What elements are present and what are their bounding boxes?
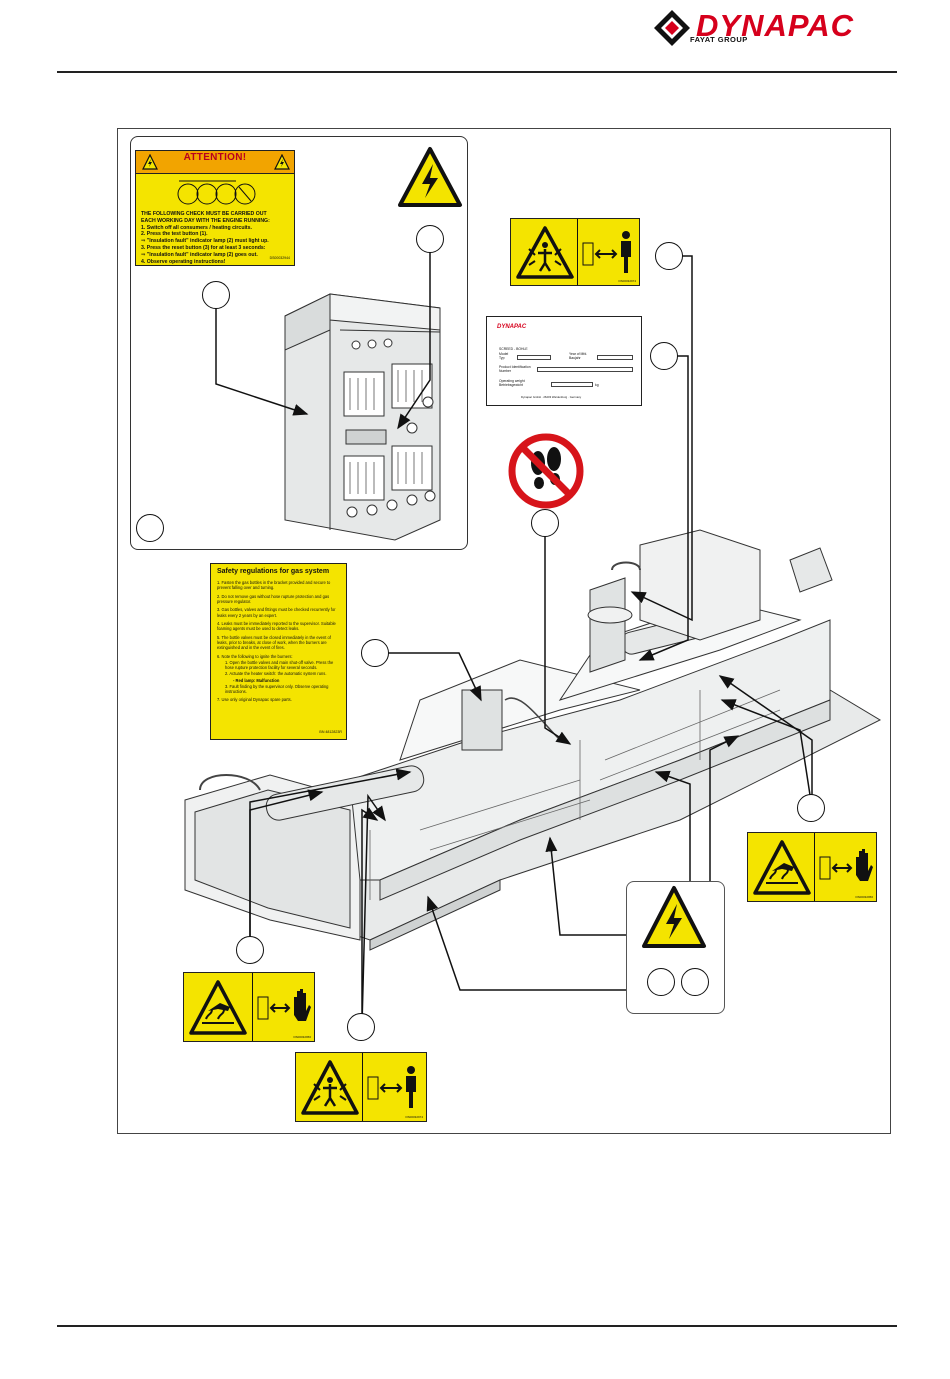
attention-title: ATTENTION!: [183, 152, 247, 163]
gas-safety-item: 3. Gas bottles, valves and fittings must…: [217, 607, 336, 618]
gas-safety-item: 7. Use only original Dynapac spare parts…: [217, 697, 292, 703]
hand-stop-icon: [819, 849, 873, 881]
attention-label: ATTENTION! THE FOLLOWING CHECK MUST BE C…: [135, 150, 295, 266]
type-plate-field: [597, 355, 633, 360]
label-code: DS00032974: [618, 279, 636, 283]
control-box-inset: [130, 136, 468, 550]
attention-line: THE FOLLOWING CHECK MUST BE CARRIED OUT: [141, 211, 267, 217]
attention-instructions: THE FOLLOWING CHECK MUST BE CARRIED OUT …: [141, 211, 290, 265]
callout-circle: [531, 509, 559, 537]
electrical-hazard-icon: [398, 147, 462, 207]
attention-code: DS00032944: [269, 256, 290, 261]
label-code: DS00032956: [293, 1035, 311, 1039]
type-plate-field: [537, 367, 633, 372]
figure-frame: [117, 128, 891, 1134]
crush-hazard-icon: [516, 226, 574, 279]
gas-safety-subitem: 2. Actuate the heater switch: the automa…: [225, 671, 327, 677]
indicator-lamps-icon: [177, 180, 256, 205]
type-plate-brand: DYNAPAC: [497, 324, 527, 330]
crush-hazard-label-bottom: DS00032974: [295, 1052, 427, 1122]
hot-surface-label-right: DS00032956: [747, 832, 877, 902]
attention-line: ⇒ "Insulation fault" indicator lamp (2) …: [141, 251, 258, 258]
brand-subtitle: FAYAT GROUP: [690, 35, 748, 44]
attention-header-bar: [136, 151, 294, 174]
label-code: DS00032974: [405, 1115, 423, 1119]
gas-safety-item: 5. The bottle valves must be closed imme…: [217, 634, 331, 651]
attention-line: 1. Switch off all consumers / heating ci…: [141, 224, 252, 231]
header-rule: [57, 71, 897, 73]
attention-line: EACH WORKING DAY WITH THE ENGINE RUNNING…: [141, 217, 270, 224]
callout-circle: [650, 342, 678, 370]
callout-circle: [681, 968, 709, 996]
keep-distance-icon: [582, 231, 631, 273]
attention-line: 4. Observe operating instructions!: [141, 258, 226, 265]
type-plate-field: [551, 382, 593, 387]
dynapac-logo-icon: [654, 10, 690, 46]
gas-safety-label: Safety regulations for gas system 1. Fas…: [210, 563, 347, 740]
hot-surface-icon: [753, 840, 811, 895]
electrical-hazard-icon: [642, 886, 706, 948]
gas-safety-item: 1. Fasten the gas bottles in the bracket…: [217, 580, 331, 591]
gas-safety-item: 2. Do not remove gas without hose ruptur…: [217, 593, 330, 604]
type-plate-unit: kg: [595, 383, 599, 387]
gas-safety-code: BN 4812823R: [319, 729, 342, 734]
callout-circle: [797, 794, 825, 822]
gas-safety-title: Safety regulations for gas system: [217, 568, 330, 575]
callout-circle: [236, 936, 264, 964]
hand-stop-icon: [257, 989, 311, 1021]
attention-line: 3. Press the reset button (3) for at lea…: [141, 244, 266, 251]
gas-safety-subitem: 1. Open the bottle valves and main shut-…: [225, 659, 334, 671]
keep-distance-icon: [367, 1066, 416, 1108]
gas-safety-item: 6. Note the following to ignite the burn…: [217, 653, 293, 659]
callout-circle: [136, 514, 164, 542]
type-plate-footer: Dynapac GmbH · 26203 Wardenburg · German…: [521, 394, 582, 399]
callout-circle: [416, 225, 444, 253]
gas-safety-item: 4. Leaks must be immediately reported to…: [217, 621, 336, 632]
crush-hazard-label-top: DS00032974: [510, 218, 640, 286]
dynapac-logo: DYNAPAC FAYAT GROUP: [652, 8, 902, 48]
type-plate-row: SCREED - BOHLE: [499, 347, 528, 351]
control-box-drawing: [284, 293, 441, 541]
gas-safety-items: 1. Fasten the gas bottles in the bracket…: [217, 580, 341, 706]
gas-safety-subitem: 3. Fault finding by the supervisor only.…: [225, 683, 329, 694]
attention-line: 2. Press the test button (1).: [141, 231, 208, 238]
no-stepping-icon: [508, 433, 584, 509]
screed-machine-drawing: [184, 529, 882, 951]
electrical-hazard-icon: [142, 154, 158, 170]
crush-hazard-icon: [301, 1060, 359, 1115]
attention-line: ⇒ "Insulation fault" indicator lamp (2) …: [141, 238, 269, 245]
footer-rule: [57, 1325, 897, 1327]
label-code: DS00032956: [855, 895, 873, 899]
brand-name: DYNAPAC: [696, 8, 854, 43]
hot-surface-icon: [189, 980, 247, 1035]
type-plate-row: Year of Mfd.Baujahr: [569, 352, 588, 361]
callout-circle: [202, 281, 230, 309]
callout-circle: [347, 1013, 375, 1041]
callout-circle: [655, 242, 683, 270]
hot-surface-label-left: DS00032956: [183, 972, 315, 1042]
callout-circle: [647, 968, 675, 996]
gas-safety-subitem: - Red lamp: Malfunction: [233, 677, 280, 683]
electrical-hazard-icon: [274, 154, 290, 170]
callout-circle: [361, 639, 389, 667]
type-plate-field: [517, 355, 551, 360]
